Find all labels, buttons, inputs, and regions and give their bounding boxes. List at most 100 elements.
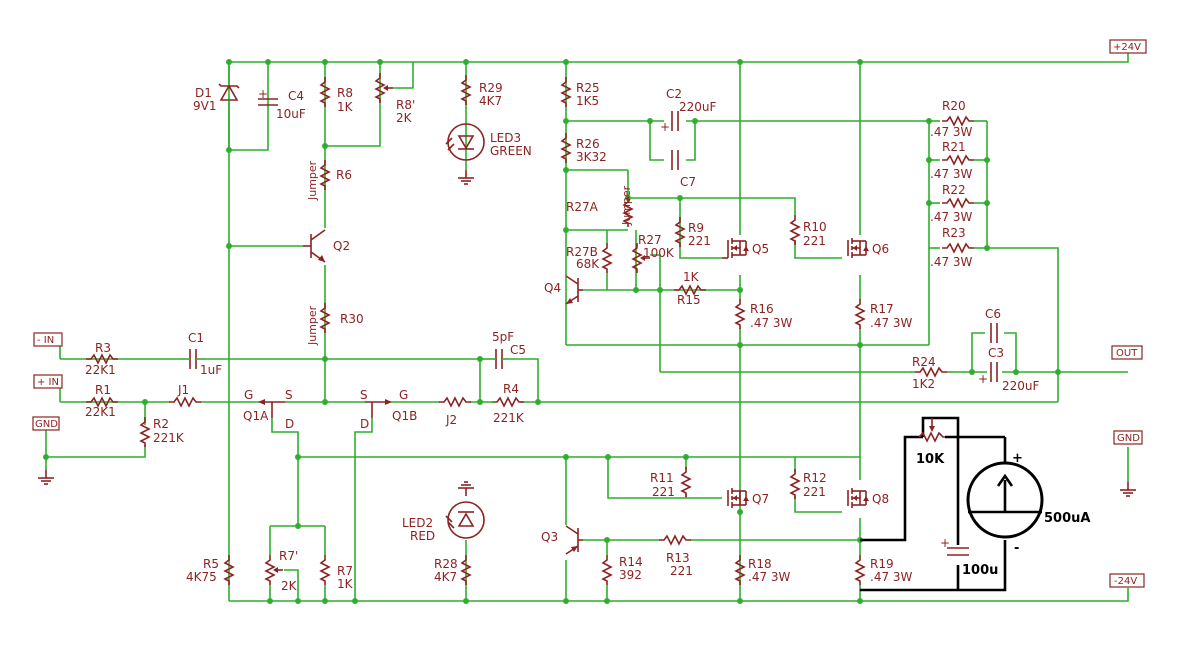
r8-value: 1K [337, 100, 354, 114]
r5-label: R5 [203, 557, 219, 571]
r5-value: 4K75 [186, 570, 217, 584]
resistor-r19 [855, 554, 865, 586]
r17-label: R17 [870, 302, 894, 316]
r7p-label: R7' [279, 549, 298, 563]
r27b-label: R27B [566, 245, 598, 259]
r3-value: 22K1 [85, 363, 116, 377]
port-gnd-left: GND [32, 416, 60, 431]
led3-green [445, 123, 485, 161]
c4-value: 10uF [276, 107, 306, 121]
resistor-r13 [658, 535, 692, 545]
r14-value: 392 [619, 568, 642, 582]
r30-label: R30 [340, 312, 364, 326]
resistor-r16 [735, 298, 745, 330]
led3-label: LED3 [490, 131, 521, 145]
led2-red [445, 501, 485, 539]
r22-value: .47 3W [930, 210, 973, 224]
junctions [43, 59, 1061, 604]
r16-label: R16 [750, 302, 774, 316]
r7-value: 1K [337, 577, 354, 591]
resistor-j2 [438, 397, 472, 407]
resistor-r21 [941, 155, 975, 165]
meter-minus: - [1014, 541, 1019, 556]
svg-text:-24V: -24V [1114, 576, 1137, 587]
c1-label: C1 [188, 331, 204, 345]
r26-label: R26 [576, 137, 600, 151]
port-gnd-right: GND [1113, 430, 1143, 445]
r25-value: 1K5 [576, 94, 599, 108]
c2-label: C2 [666, 87, 682, 101]
q5-label: Q5 [752, 242, 769, 256]
jfet-q1a [258, 399, 285, 418]
svg-text:+: + [978, 372, 988, 386]
r4-value: 221K [493, 411, 525, 425]
r19-label: R19 [870, 557, 894, 571]
q1b-s: S [360, 388, 368, 402]
r24-label: R24 [912, 355, 936, 369]
r18-label: R18 [748, 557, 772, 571]
r7-label: R7 [337, 564, 353, 578]
resistor-j1 [168, 397, 202, 407]
c3-value: 220uF [1002, 379, 1040, 393]
transistor-q3 [565, 525, 583, 555]
r18-value: .47 3W [748, 570, 791, 584]
r15-label: R15 [677, 293, 701, 307]
q7-label: Q7 [752, 492, 769, 506]
d1-value: 9V1 [193, 99, 216, 113]
resistor-r27b [602, 242, 612, 274]
r29-label: R29 [479, 81, 503, 95]
r2-label: R2 [153, 417, 169, 431]
q1b-label: Q1B [392, 409, 417, 423]
q1a-d: D [285, 417, 294, 431]
resistor-r7 [320, 554, 330, 586]
r11-value: 221 [652, 485, 675, 499]
c4-label: C4 [288, 89, 304, 103]
r6-jumper: Jumper [306, 160, 319, 201]
q1b-d: D [360, 417, 369, 431]
mosfet-q6 [847, 237, 870, 259]
c5-value: 5pF [492, 330, 514, 344]
q1a-s: S [285, 388, 293, 402]
resistor-r2 [140, 416, 150, 448]
capacitor-c7 [671, 149, 679, 171]
led2-value: RED [410, 529, 435, 543]
svg-text:- IN: - IN [37, 335, 54, 346]
r21-label: R21 [942, 140, 966, 154]
resistor-r22 [941, 198, 975, 208]
r10-value: 221 [803, 234, 826, 248]
r20-value: .47 3W [930, 125, 973, 139]
q6-label: Q6 [872, 242, 889, 256]
r27-label: R27 [638, 233, 662, 247]
r9-value: 221 [688, 234, 711, 248]
q1b-g: G [399, 388, 408, 402]
r12-label: R12 [803, 471, 827, 485]
r13-value: 221 [670, 564, 693, 578]
svg-text:GND: GND [1117, 433, 1140, 444]
wires [45, 52, 1129, 602]
q3-label: Q3 [541, 530, 558, 544]
port-in-pos: + IN [33, 374, 63, 389]
transistor-q4 [565, 275, 583, 305]
r9-label: R9 [688, 221, 704, 235]
r11-label: R11 [650, 471, 674, 485]
r7p-value: 2K [281, 579, 298, 593]
mosfet-q7 [727, 487, 750, 509]
r21-value: .47 3W [930, 167, 973, 181]
capacitor-c3 [990, 361, 998, 383]
port-vpos: +24V [1109, 39, 1147, 54]
transistor-q2 [303, 229, 326, 263]
r13-label: R13 [666, 551, 690, 565]
r3-label: R3 [95, 341, 111, 355]
r29-value: 4K7 [479, 94, 502, 108]
r4-label: R4 [503, 382, 519, 396]
r27a-label: R27A [566, 200, 599, 214]
q4-label: Q4 [544, 281, 561, 295]
r8p-value: 2K [396, 111, 413, 125]
jfet-q1b [365, 399, 392, 418]
meter-pot-value: 10K [916, 452, 945, 467]
j2-label: J2 [445, 413, 457, 427]
resistor-r20 [941, 116, 975, 126]
c2-value: 220uF [679, 100, 717, 114]
r1-value: 22K1 [85, 405, 116, 419]
svg-text:+24V: +24V [1113, 42, 1141, 53]
